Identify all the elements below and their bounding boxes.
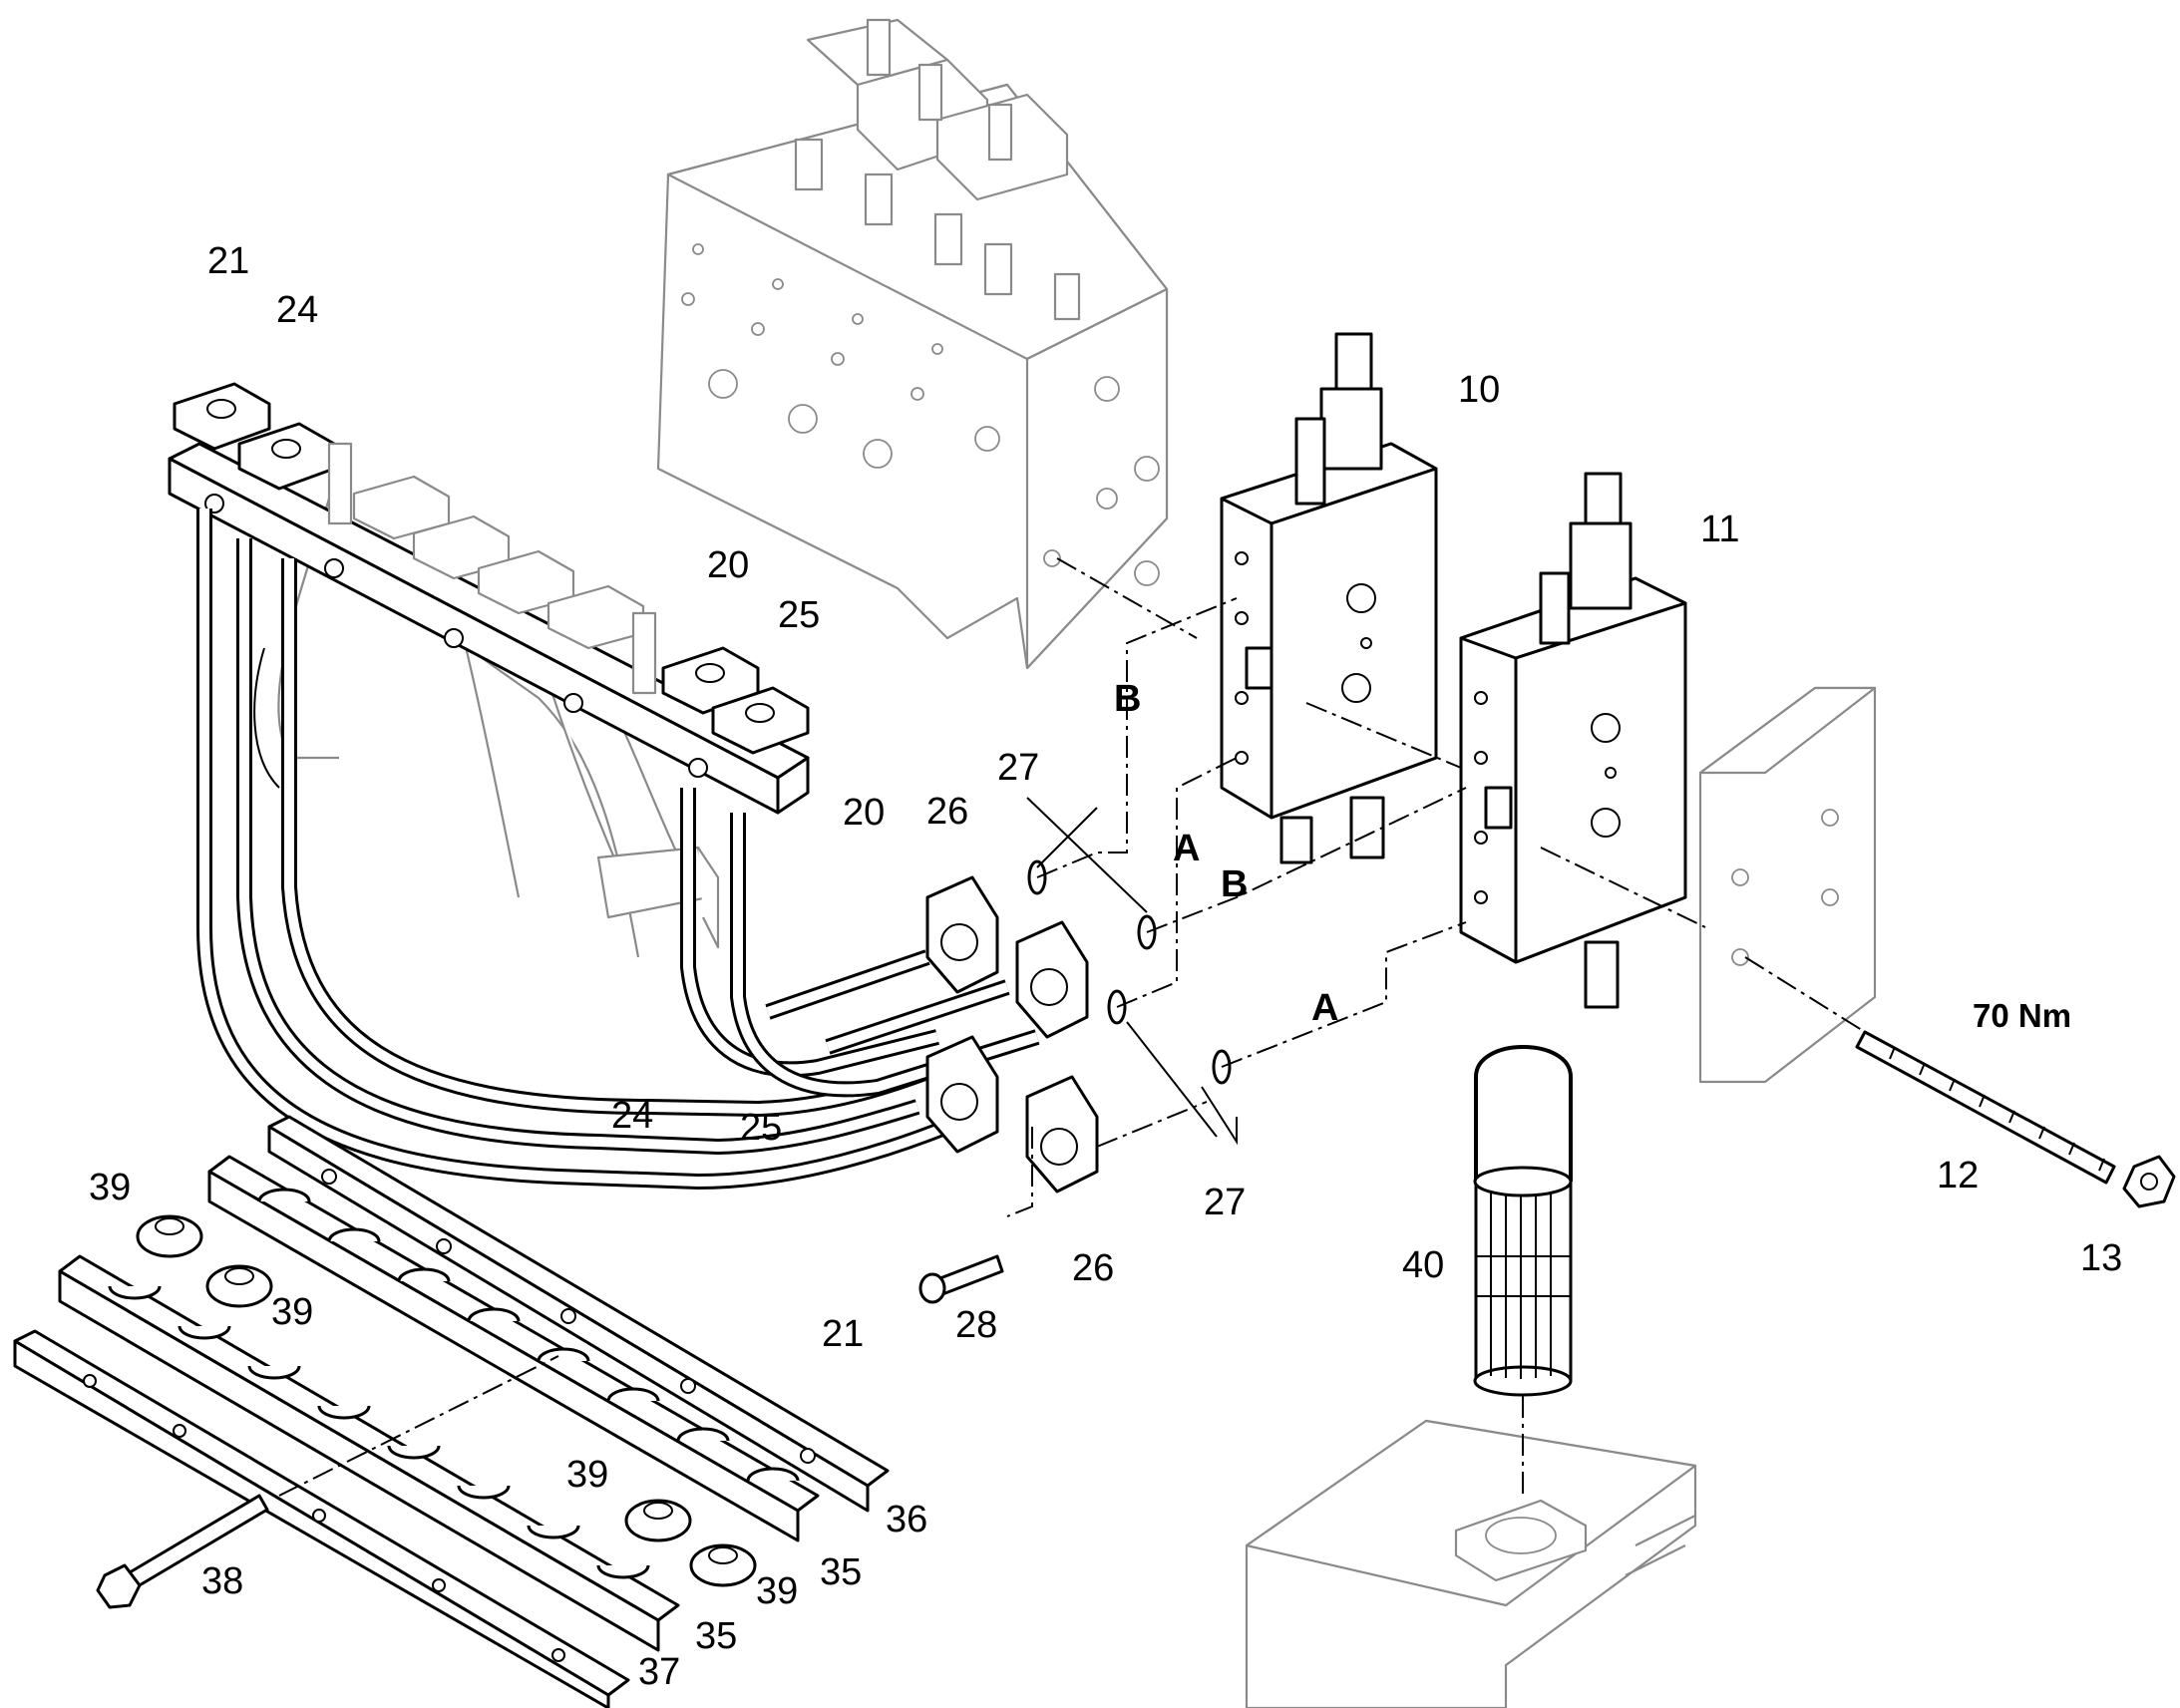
hydraulic-tubes [196,509,1040,1190]
callout-28: 28 [955,1304,998,1346]
callout-12: 12 [1937,1155,1980,1196]
clamp-inserts [136,1214,757,1587]
callout-39-middle: 39 [271,1291,314,1333]
callout-40: 40 [1402,1244,1445,1286]
connection-b-lower: B [1221,863,1249,905]
connection-a-lower: A [1311,987,1339,1029]
callout-20-lower: 20 [843,792,886,834]
callout-24-lower: 24 [611,1095,654,1137]
hydraulic-tank [1245,1419,1697,1708]
callout-36: 36 [886,1499,928,1540]
o-rings [1027,859,1232,1085]
mounting-plate [1698,686,1877,1084]
callout-39-right: 39 [566,1454,609,1496]
callout-35-bottom: 35 [695,1615,738,1657]
callout-27-upper: 27 [997,747,1040,789]
bolt-and-nut [1855,1030,2176,1208]
clamp-bar-36 [267,1115,890,1513]
callout-11: 11 [1700,509,1740,550]
callout-21-lower: 21 [822,1313,865,1355]
clamp-bar-37 [13,1329,630,1708]
connection-a-upper: A [1173,828,1201,869]
callout-39-top: 39 [89,1167,132,1208]
clamp-half-35-lower [58,1254,680,1652]
callout-38: 38 [201,1560,244,1602]
callout-20-upper: 20 [707,544,750,586]
alignment-lines [278,557,1866,1497]
callout-39-bottom: 39 [756,1570,799,1612]
callout-13: 13 [2080,1237,2123,1279]
callout-26-upper: 26 [926,791,969,833]
main-control-valve [656,18,1169,670]
split-flanges [925,875,1099,1194]
clamp-half-35-upper [207,1155,820,1542]
filter-40 [1473,1045,1573,1397]
connection-b-upper: B [1114,678,1142,720]
callout-27-lower: 27 [1204,1182,1247,1223]
callout-21-upper: 21 [207,240,250,282]
callout-26-lower: 26 [1072,1247,1115,1289]
valve-11 [1459,472,1687,1009]
callout-35-right: 35 [820,1551,863,1593]
callout-37: 37 [638,1651,681,1693]
callout-25-upper: 25 [778,594,821,636]
torque-specification: 70 Nm [1973,997,2072,1034]
callout-10: 10 [1458,369,1501,411]
callout-25-lower: 25 [740,1107,783,1149]
manifold-flanges [173,382,810,755]
bolt-38 [96,1494,269,1609]
manifold-bar [168,442,810,815]
callout-24-upper: 24 [276,289,319,331]
screw-28 [918,1254,1004,1304]
valve-10 [1220,332,1438,864]
